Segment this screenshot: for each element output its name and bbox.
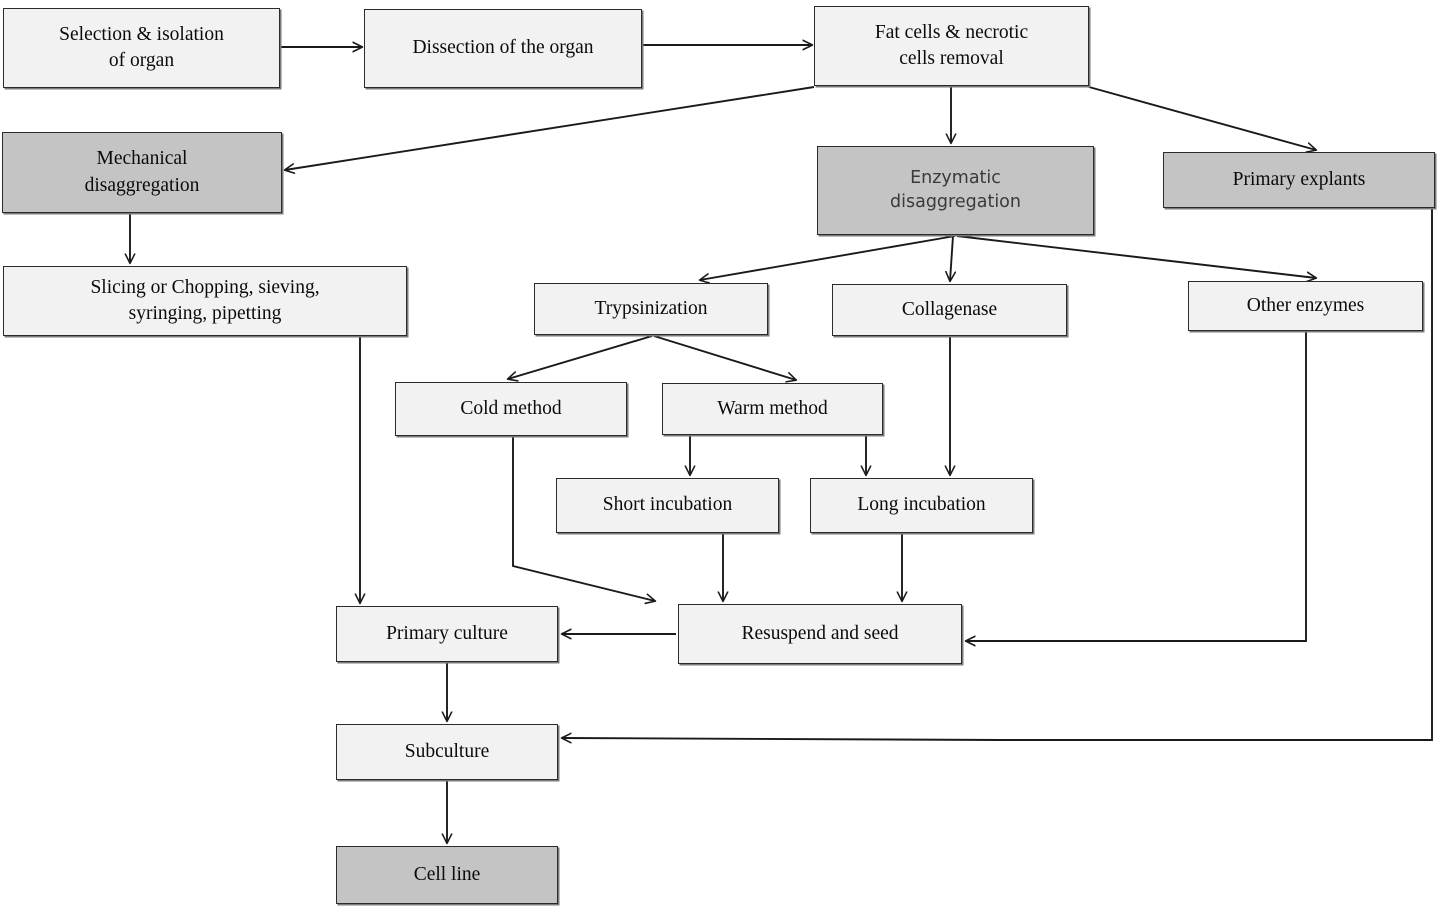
flow-node-warm[interactable]: Warm method <box>662 383 883 435</box>
flow-node-subculture[interactable]: Subculture <box>336 724 558 780</box>
flow-node-label-mechanical: Mechanical disaggregation <box>84 148 200 196</box>
edge-fatcells-to-mechanical <box>285 86 815 170</box>
flow-node-primaryculture[interactable]: Primary culture <box>336 606 558 662</box>
flow-node-label-shortinc: Short incubation <box>602 494 733 516</box>
flow-node-label-resuspend: Resuspend and seed <box>741 622 899 644</box>
flow-node-label-cold: Cold method <box>460 397 562 419</box>
flow-node-label-warm: Warm method <box>717 397 828 419</box>
flow-node-mechanical[interactable]: Mechanical disaggregation <box>2 132 282 213</box>
flow-node-label-otherenz: Other enzymes <box>1246 294 1365 316</box>
flow-node-label-enzymatic: Enzymatic disaggregation <box>890 167 1021 212</box>
flow-node-collagenase[interactable]: Collagenase <box>832 284 1067 336</box>
flow-node-trypsin[interactable]: Trypsinization <box>534 283 768 335</box>
flow-node-selection[interactable]: Selection & isolation of organ <box>3 8 280 88</box>
flow-node-label-longinc: Long incubation <box>857 494 986 516</box>
edge-trypsinization-to-warm-method <box>653 335 796 380</box>
flow-node-label-slicing: Slicing or Chopping, sieving, syringing,… <box>90 276 320 324</box>
edge-enzymatic-to-other-enzymes <box>956 235 1316 278</box>
flow-node-label-subculture: Subculture <box>404 740 490 762</box>
flow-node-label-collagenase: Collagenase <box>901 298 998 320</box>
flow-node-label-explants: Primary explants <box>1232 168 1366 190</box>
flow-node-label-dissection: Dissection of the organ <box>412 37 594 59</box>
flow-node-enzymatic[interactable]: Enzymatic disaggregation <box>817 146 1094 235</box>
flow-node-label-trypsin: Trypsinization <box>594 297 708 319</box>
flow-node-resuspend[interactable]: Resuspend and seed <box>678 604 962 664</box>
flow-node-cellline[interactable]: Cell line <box>336 846 558 904</box>
edge-fatcells-to-explants <box>1088 86 1316 150</box>
flow-node-longinc[interactable]: Long incubation <box>810 478 1033 533</box>
flow-node-dissection[interactable]: Dissection of the organ <box>364 9 642 88</box>
flow-node-label-selection: Selection & isolation of organ <box>59 23 224 71</box>
flow-node-cold[interactable]: Cold method <box>395 382 627 436</box>
flow-node-slicing[interactable]: Slicing or Chopping, sieving, syringing,… <box>3 266 407 336</box>
flow-node-otherenz[interactable]: Other enzymes <box>1188 281 1423 331</box>
edge-enzymatic-to-trypsinization <box>700 235 956 280</box>
flow-node-label-cellline: Cell line <box>413 863 481 885</box>
flow-node-fatcells[interactable]: Fat cells & necrotic cells removal <box>814 6 1089 86</box>
edge-enzymatic-to-collagenase <box>950 235 953 281</box>
flow-node-explants[interactable]: Primary explants <box>1163 152 1435 208</box>
edge-trypsinization-to-cold-method <box>508 335 653 379</box>
flow-node-shortinc[interactable]: Short incubation <box>556 478 779 533</box>
flow-node-label-primaryculture: Primary culture <box>386 622 508 644</box>
flow-node-label-fatcells: Fat cells & necrotic cells removal <box>874 21 1029 69</box>
